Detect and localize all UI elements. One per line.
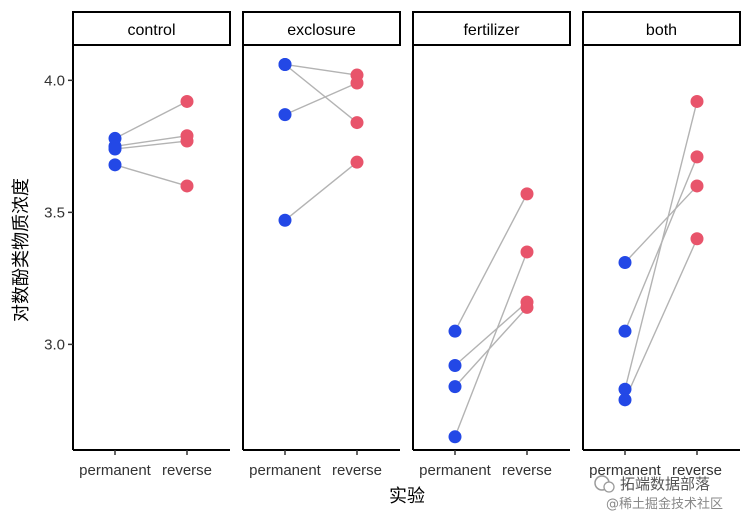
point-reverse [690,232,704,246]
pair-connector-line [624,101,698,390]
x-tick-label-permanent: permanent [419,462,492,479]
wechat-icon-small [603,481,615,493]
watermark-sub: @稀土掘金技术社区 [606,496,723,512]
point-reverse [690,94,704,108]
point-permanent [618,256,632,270]
facet-strip-label: control [127,22,175,39]
x-tick-label-reverse: reverse [332,462,382,479]
point-reverse [520,187,534,201]
facet-strip-label: exclosure [287,22,356,39]
point-permanent [618,382,632,396]
x-tick-label-reverse: reverse [162,462,212,479]
pair-connector-line [114,100,188,140]
pair-connector-line [114,135,188,148]
facet-strip-box [582,11,741,46]
point-reverse [350,155,364,169]
y-tick-label: 4.0 [44,72,65,89]
point-permanent [448,430,462,444]
pair-connector-line [454,193,528,332]
point-reverse [180,94,194,108]
watermark-main: 拓端数据部落 [620,475,710,493]
pair-connector-line [454,251,528,438]
x-axis-title: 实验 [389,486,425,507]
point-permanent [108,158,122,172]
point-reverse [690,150,704,164]
pair-connector-line [284,82,358,116]
y-tick-label: 3.0 [44,336,65,353]
facet-strip-box [412,11,571,46]
watermark: 拓端数据部落 @稀土掘金技术社区 [594,475,723,512]
facet-strip-box [72,11,231,46]
point-permanent [448,359,462,373]
pair-connector-line [454,301,528,367]
point-reverse [520,245,534,259]
facet-panel-control: control permanent reverse [72,11,231,479]
y-axis: 3.0 3.5 4.0 [44,72,73,353]
x-tick-label-reverse: reverse [672,462,722,479]
point-reverse [180,134,194,148]
x-tick-label-permanent: permanent [589,462,662,479]
y-tick-label: 3.5 [44,204,65,221]
facet-panel-fertilizer: fertilizer permanent reverse [412,11,571,479]
pair-connector-line [114,140,188,150]
point-permanent [278,213,292,227]
point-reverse [520,300,534,314]
point-reverse [180,179,194,193]
pair-connector-line [454,306,528,388]
point-permanent [448,380,462,394]
facet-strip-box [242,11,401,46]
pair-connector-line [624,238,698,401]
point-permanent [278,108,292,122]
point-reverse [350,116,364,130]
pair-connector-line [284,161,358,221]
point-reverse [690,179,704,193]
pair-connector-line [624,185,698,264]
pair-connector-line [284,63,358,76]
facet-strip-label: both [646,22,677,39]
facet-strip-label: fertilizer [463,22,520,39]
x-tick-label-reverse: reverse [502,462,552,479]
y-axis-title: 对数酚类物质浓度 [11,178,32,322]
x-tick-label-permanent: permanent [249,462,322,479]
point-reverse [350,76,364,90]
point-permanent [108,142,122,156]
facet-panel-both: both permanent reverse [582,11,741,479]
point-permanent [618,324,632,338]
point-permanent [448,324,462,338]
point-permanent [278,57,292,71]
point-permanent [618,393,632,407]
pair-connector-line [284,63,358,124]
pair-connector-line [114,164,188,187]
facet-panels: control permanent reverse exclosure permanen… [72,11,741,479]
facet-panel-exclosure: exclosure permanent reverse [242,11,401,479]
x-tick-label-permanent: permanent [79,462,152,479]
